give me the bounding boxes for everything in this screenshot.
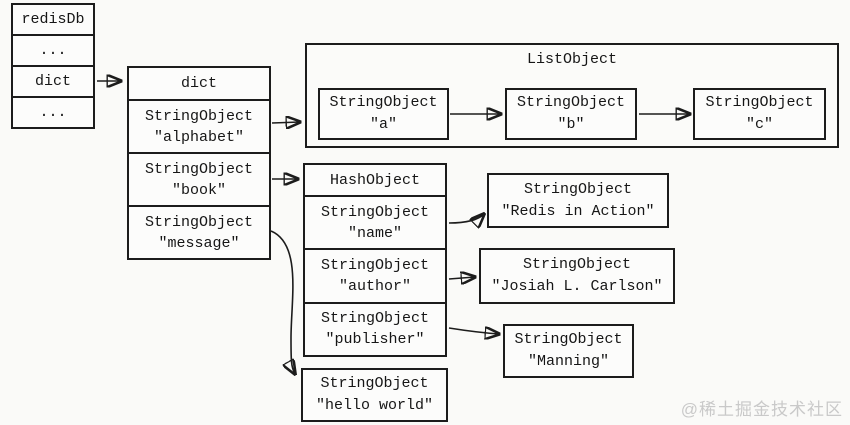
hash-field-name: StringObject "name": [305, 197, 445, 251]
redisdb-row-ellipsis-1: ...: [13, 36, 93, 67]
object-value: "b": [557, 116, 585, 133]
list-item-b: StringObject "b": [505, 88, 637, 140]
list-object-title: ListObject: [526, 51, 617, 68]
dict-table: dict StringObject "alphabet" StringObjec…: [127, 66, 271, 260]
redisdb-row-title: redisDb: [13, 5, 93, 36]
object-type: StringObject: [320, 203, 430, 221]
object-value: "publisher": [325, 331, 425, 349]
object-type: StringObject: [329, 94, 438, 111]
arrow-name-to-value: [448, 214, 484, 223]
hash-field-publisher: StringObject "publisher": [305, 304, 445, 355]
object-type: StringObject: [516, 94, 626, 111]
object-value: "author": [338, 277, 411, 295]
object-type: StringObject: [514, 331, 623, 348]
redisdb-row-ellipsis-2: ...: [39, 104, 67, 121]
arrow-alphabet-to-listobject: [271, 122, 300, 123]
dict-table-header: dict: [129, 68, 269, 101]
hash-object-table: HashObject StringObject "name" StringObj…: [303, 163, 447, 357]
object-type: StringObject: [320, 375, 429, 392]
value-box-author: StringObject "Josiah L. Carlson": [479, 248, 675, 304]
dict-key-book: StringObject "book": [129, 154, 269, 207]
object-value: "Redis in Action": [501, 202, 655, 220]
object-value: "Josiah L. Carlson": [491, 278, 663, 295]
redisdb-row-dict: dict: [13, 67, 93, 98]
arrow-publisher-to-value: [448, 328, 499, 334]
object-type: StringObject: [144, 107, 254, 125]
object-type: StringObject: [144, 213, 254, 231]
hash-object-header: HashObject: [305, 165, 445, 197]
arrow-author-to-value: [448, 277, 475, 279]
value-box-publisher: StringObject "Manning": [503, 324, 634, 378]
object-value: "name": [347, 224, 402, 242]
object-type: StringObject: [144, 160, 254, 178]
arrow-message-to-helloworld: [270, 230, 295, 374]
object-type: StringObject: [522, 256, 632, 273]
object-value: "c": [745, 116, 773, 133]
object-type: StringObject: [523, 180, 633, 198]
value-box-message: StringObject "hello world": [301, 368, 448, 422]
watermark-text: @稀土掘金技术社区: [680, 400, 843, 419]
hash-field-author: StringObject "author": [305, 250, 445, 304]
list-item-a: StringObject "a": [318, 88, 449, 140]
object-value: "book": [171, 181, 226, 199]
dict-key-alphabet: StringObject "alphabet": [129, 101, 269, 154]
object-value: "message": [158, 234, 240, 252]
value-box-name: StringObject "Redis in Action": [487, 173, 669, 228]
object-value: "Manning": [527, 353, 609, 370]
object-type: StringObject: [320, 256, 430, 274]
object-type: StringObject: [705, 94, 814, 111]
object-value: "alphabet": [153, 128, 244, 146]
object-value: "a": [369, 116, 397, 133]
list-item-c: StringObject "c": [693, 88, 826, 140]
object-value: "hello world": [315, 397, 434, 414]
object-type: StringObject: [320, 310, 430, 328]
redisdb-table: redisDb ... dict ...: [11, 3, 95, 129]
dict-key-message: StringObject "message": [129, 207, 269, 258]
